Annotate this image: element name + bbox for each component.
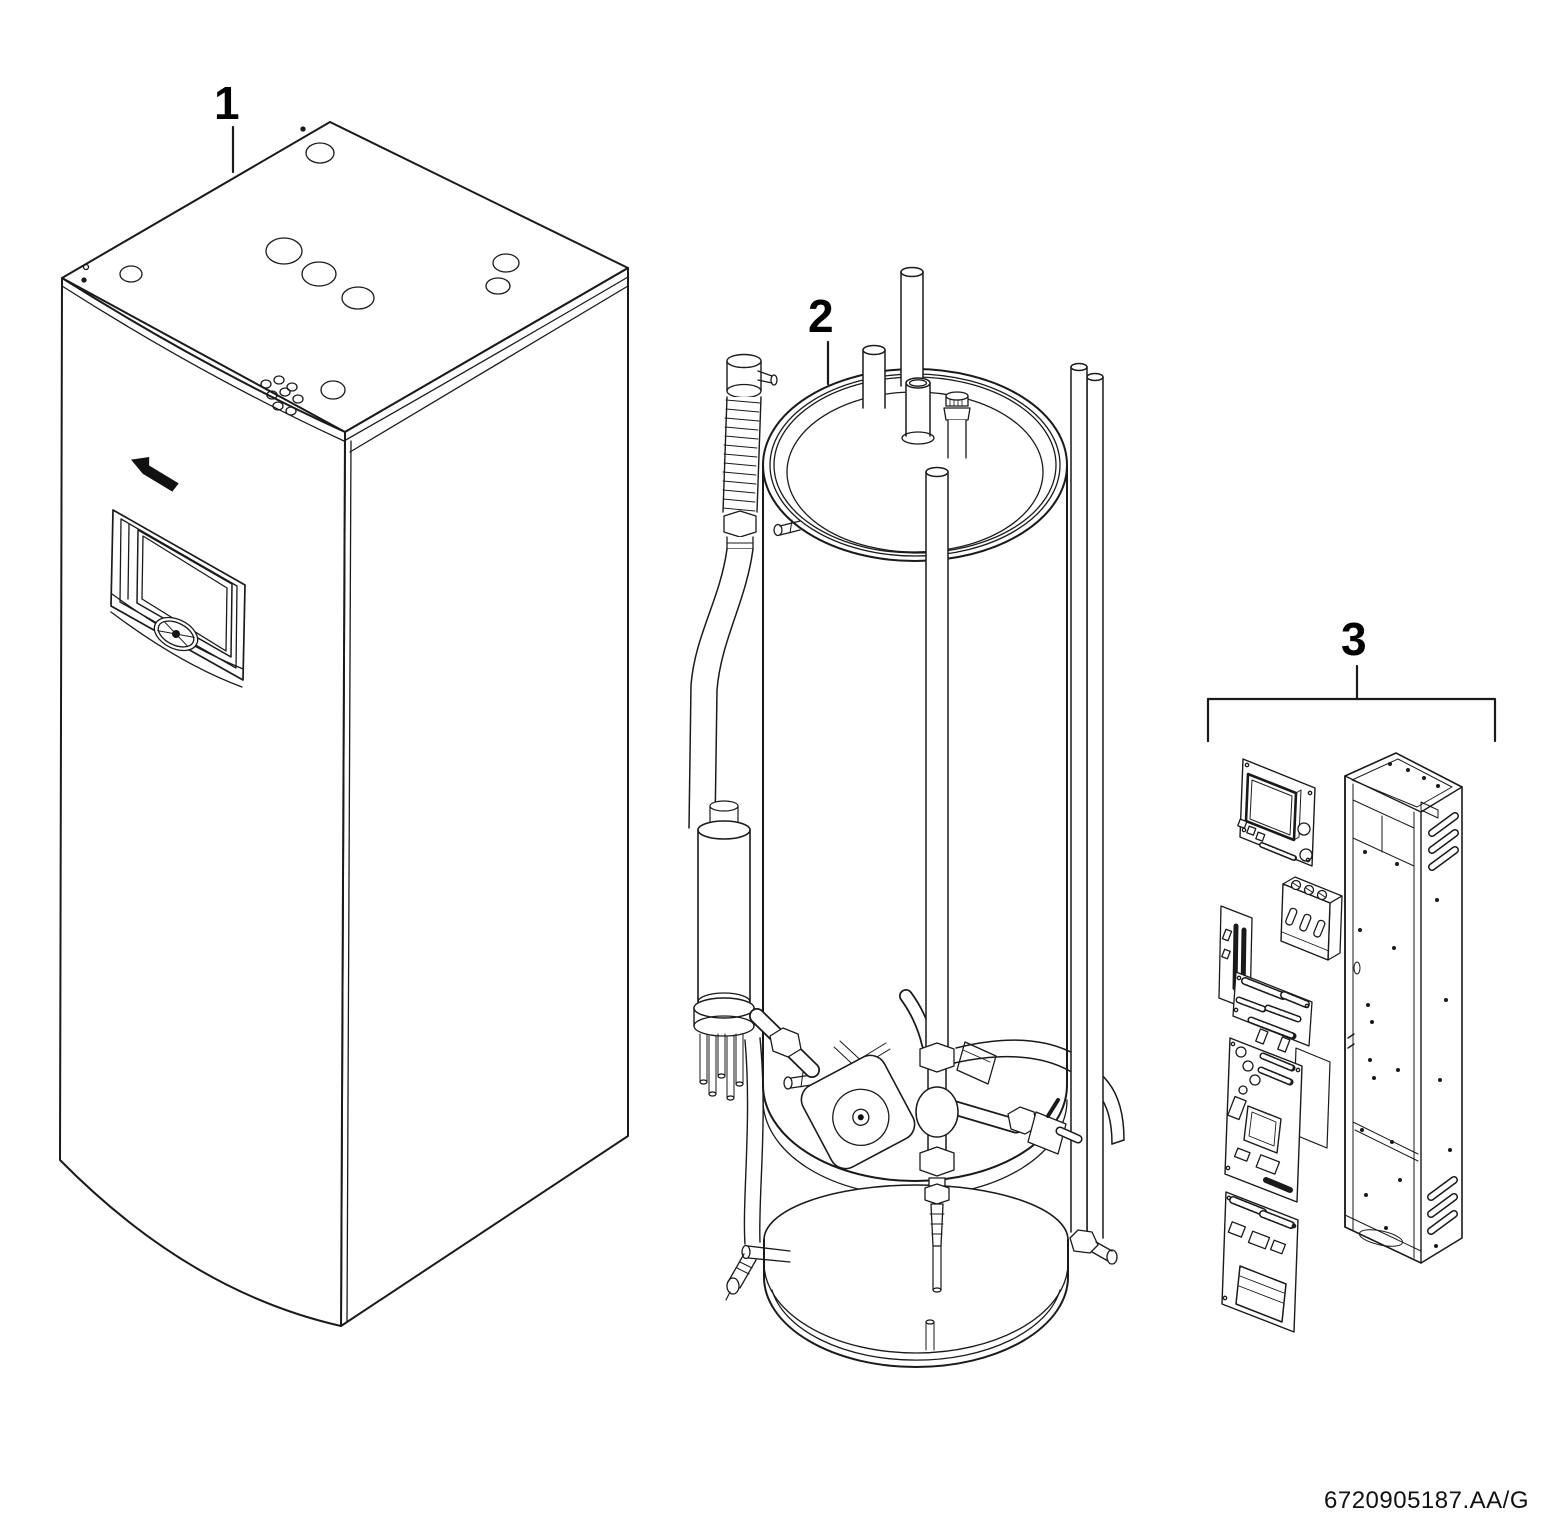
bracket-3 bbox=[1206, 697, 1497, 743]
terminal-board bbox=[1232, 971, 1313, 1047]
lower-tank bbox=[763, 1184, 1069, 1368]
upper-tank bbox=[762, 368, 1068, 1197]
chassis-holes bbox=[1358, 762, 1452, 1248]
flexible-hose-assembly bbox=[688, 353, 778, 829]
sensor-fitting bbox=[943, 391, 971, 459]
part-2-tank-assembly-drawing bbox=[688, 266, 1125, 1368]
part-3-electronics-kit-drawing bbox=[1218, 752, 1463, 1333]
main-controller-board bbox=[1224, 1028, 1331, 1203]
part-1-heat-pump-cabinet-drawing bbox=[59, 121, 629, 1327]
cabinet-top-knockouts bbox=[81, 126, 520, 416]
callout-leader-lines bbox=[231, 125, 1497, 743]
control-knob bbox=[153, 616, 199, 652]
callout-label-1: 1 bbox=[214, 77, 240, 129]
mounting-chassis bbox=[1344, 752, 1463, 1264]
display-window bbox=[136, 529, 233, 658]
callout-label-3: 3 bbox=[1341, 613, 1367, 665]
pump-and-valve bbox=[800, 1042, 1083, 1293]
display-board bbox=[1237, 758, 1316, 867]
tank-top-pipes bbox=[862, 266, 971, 459]
hose-clamp-connector bbox=[725, 1253, 757, 1301]
right-standpipes bbox=[1069, 362, 1118, 1265]
brand-logo bbox=[131, 456, 179, 492]
power-board bbox=[1221, 1191, 1299, 1333]
front-drop-pipe bbox=[925, 466, 949, 1051]
immersion-heater bbox=[693, 800, 791, 1301]
document-code: 6720905187.AA/G bbox=[1324, 1487, 1529, 1514]
control-panel bbox=[110, 509, 246, 688]
callout-label-2: 2 bbox=[808, 290, 834, 342]
vent-louvers-top bbox=[1428, 812, 1459, 871]
transformer bbox=[1243, 1105, 1282, 1154]
vent-louvers-bottom bbox=[1427, 1176, 1458, 1235]
power-transformer bbox=[1235, 1265, 1287, 1323]
circuit-breaker bbox=[1280, 876, 1343, 961]
barb-connector bbox=[924, 1177, 950, 1293]
